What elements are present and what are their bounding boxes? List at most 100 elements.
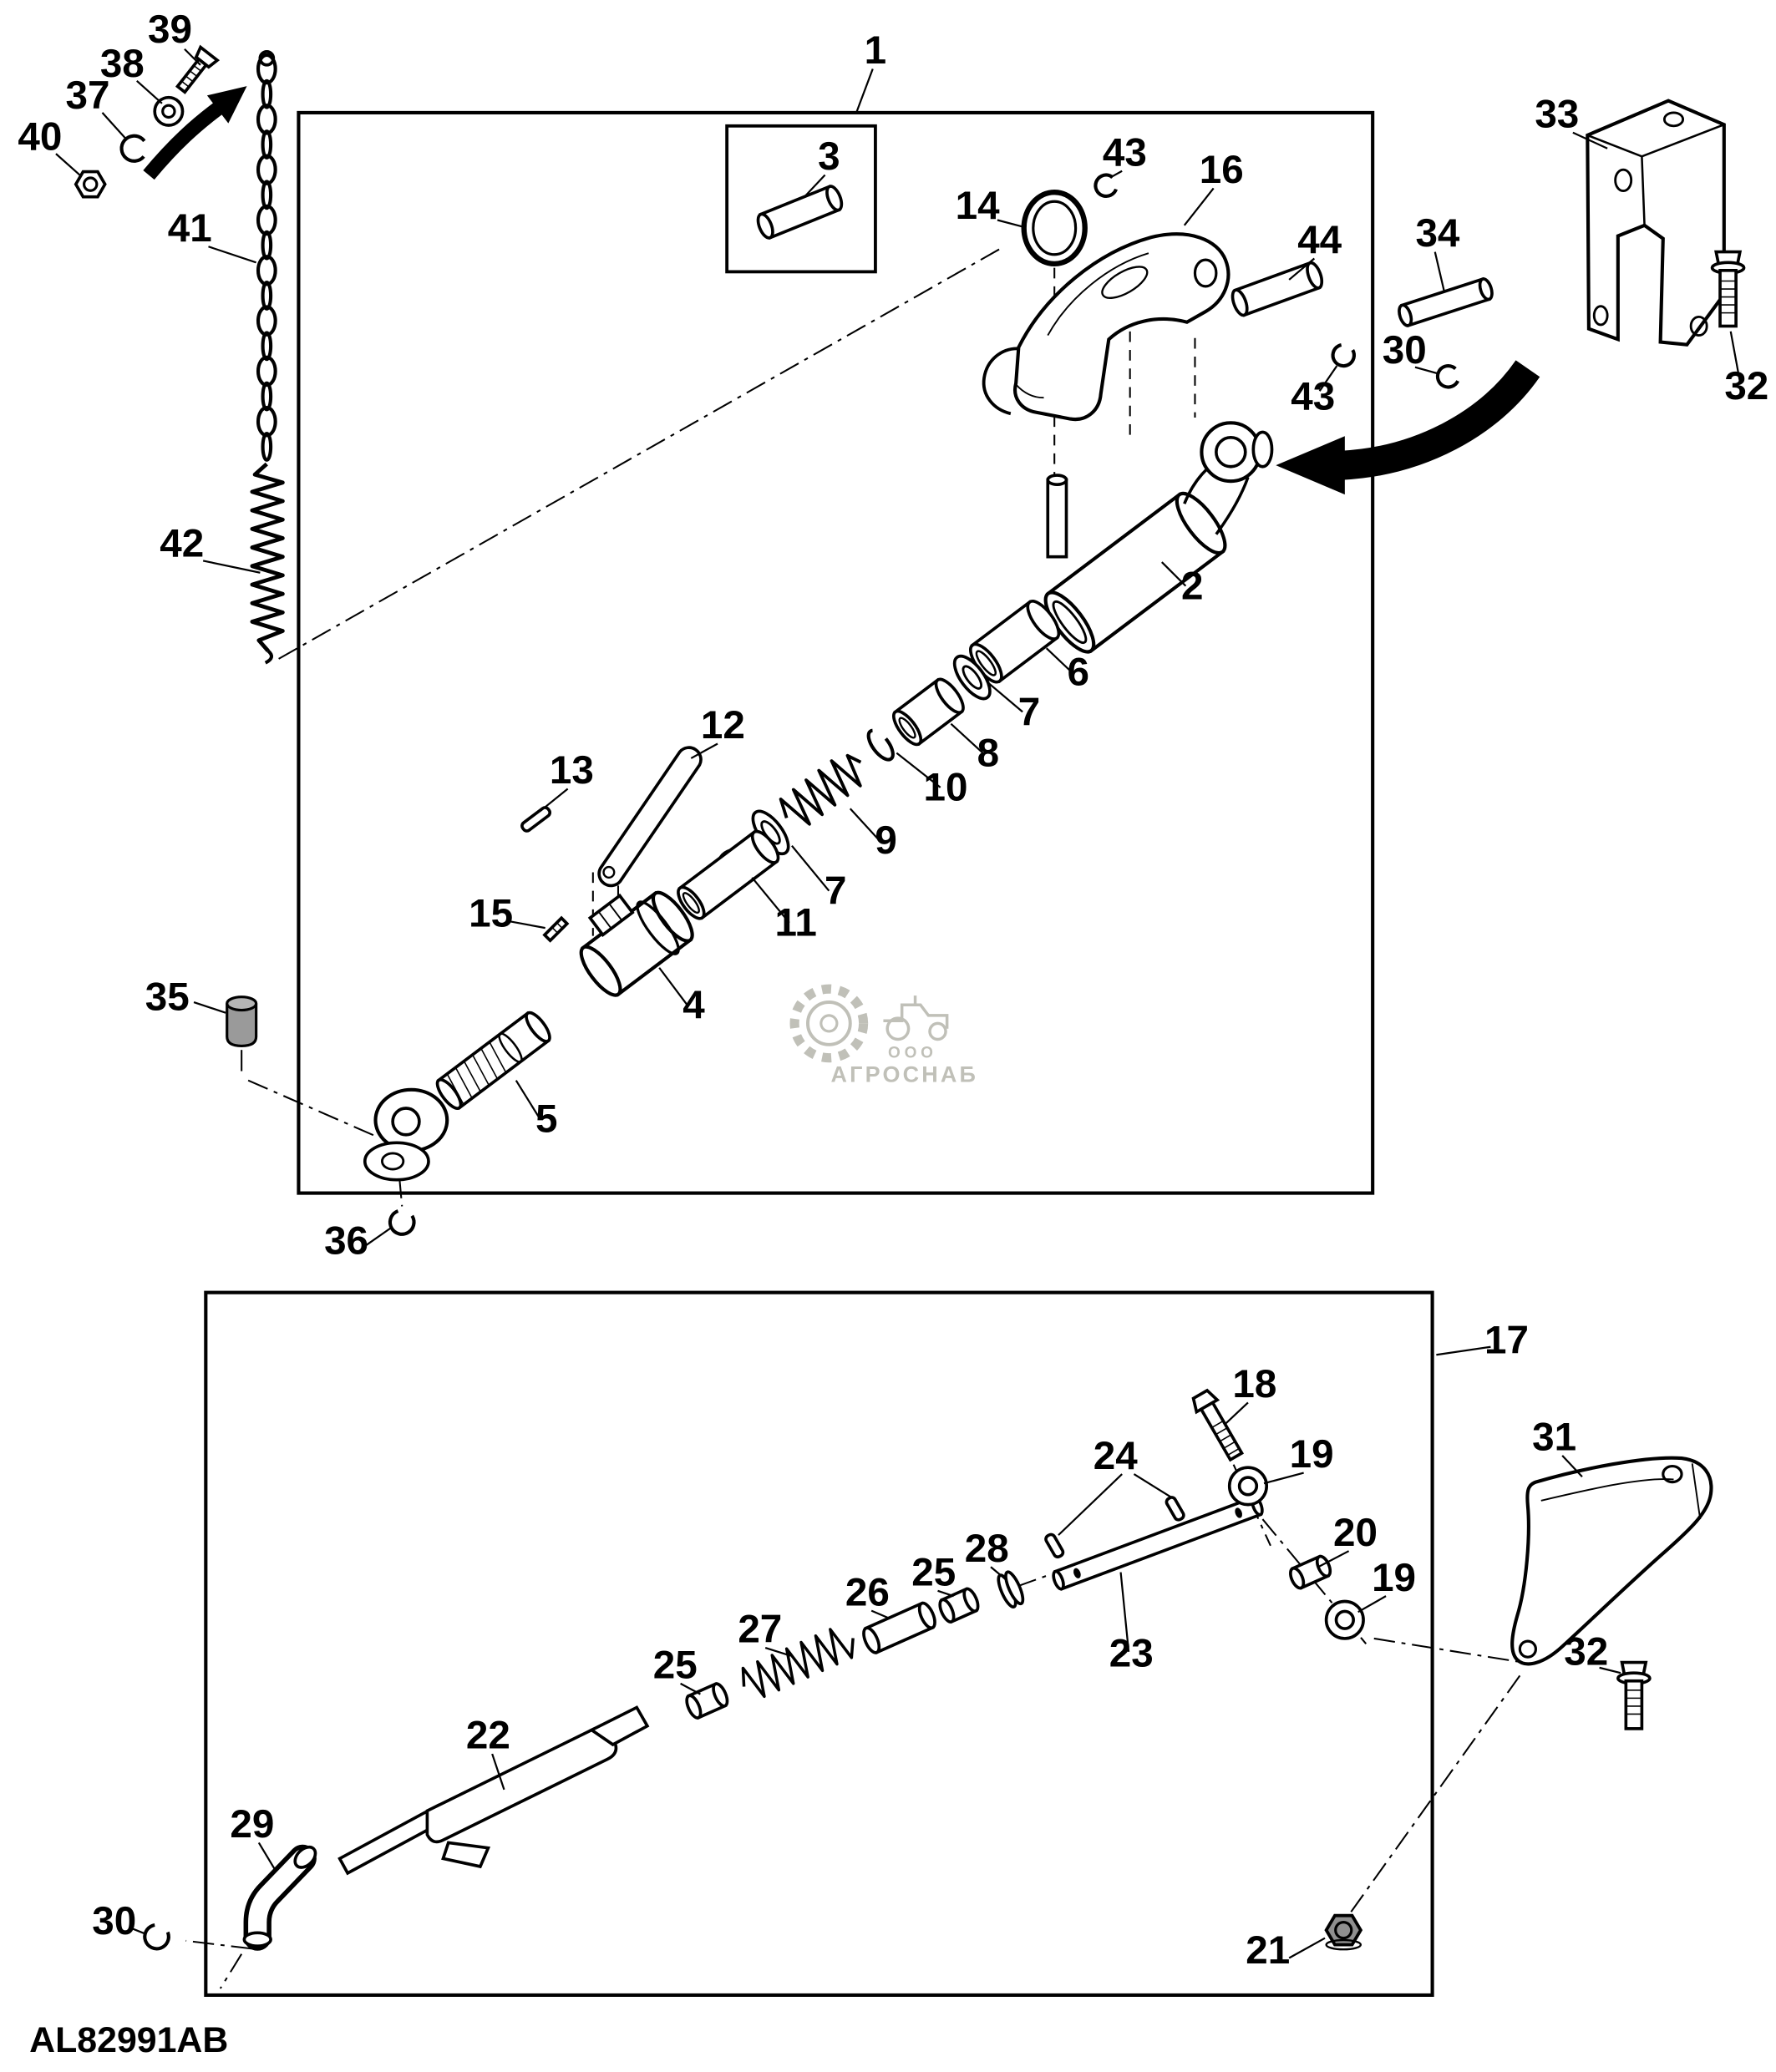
callout-27: 27 xyxy=(738,1608,782,1652)
leader-lines xyxy=(55,48,1741,1959)
callout-34: 34 xyxy=(1415,211,1459,256)
callout-31: 31 xyxy=(1532,1416,1576,1460)
watermark-prefix: ООО xyxy=(888,1045,937,1062)
callout-25-b: 25 xyxy=(653,1644,698,1688)
callout-39: 39 xyxy=(148,8,192,52)
callout-2: 2 xyxy=(1181,564,1203,608)
washer-38 xyxy=(153,95,185,127)
snap-ring-30 xyxy=(1435,364,1461,389)
pin-34 xyxy=(1398,276,1494,327)
callout-20: 20 xyxy=(1333,1511,1378,1555)
part3-inset-box xyxy=(725,124,877,274)
tractor-icon xyxy=(883,995,949,1041)
callout-labels: 39 38 37 40 41 42 1 3 14 43 16 44 34 30 … xyxy=(18,8,1768,1973)
callout-15: 15 xyxy=(469,892,513,936)
callout-18: 18 xyxy=(1232,1362,1276,1406)
ring-10 xyxy=(866,728,895,762)
callout-33: 33 xyxy=(1535,92,1579,136)
snap-ring-36 xyxy=(388,1208,416,1236)
callout-4: 4 xyxy=(682,983,705,1027)
callout-43-b: 43 xyxy=(1291,374,1335,418)
elbow-fitting-29 xyxy=(242,1844,317,1951)
seal-ring-14 xyxy=(1021,189,1088,267)
callout-30-b: 30 xyxy=(92,1899,136,1943)
gear-icon xyxy=(789,984,869,1063)
callout-12: 12 xyxy=(701,703,745,747)
callout-28: 28 xyxy=(965,1527,1009,1571)
watermark: ООО АГРОСНАБ xyxy=(789,984,976,1087)
pin-24-b xyxy=(1165,1496,1185,1522)
callout-43: 43 xyxy=(1103,130,1147,175)
threaded-rod-5 xyxy=(435,1011,551,1111)
callout-11: 11 xyxy=(775,901,817,945)
callout-10: 10 xyxy=(924,766,968,810)
callout-6: 6 xyxy=(1068,651,1089,695)
arrow-to-chain-icon xyxy=(143,86,247,180)
nut-40 xyxy=(74,170,107,199)
body-4 xyxy=(579,829,780,997)
pin-24-a xyxy=(1044,1532,1065,1559)
callout-32: 32 xyxy=(1724,364,1768,408)
bolt-18 xyxy=(1191,1388,1245,1462)
roll-pin-2 xyxy=(1046,474,1068,559)
callout-42: 42 xyxy=(160,522,204,566)
callout-25: 25 xyxy=(911,1550,956,1594)
callout-7-b: 7 xyxy=(825,869,846,914)
callout-8: 8 xyxy=(977,731,999,775)
upper-assembly-box xyxy=(297,110,1375,1195)
callout-17: 17 xyxy=(1484,1319,1529,1363)
spring-9 xyxy=(779,753,862,826)
snap-ring-43-b xyxy=(1331,342,1357,368)
bolt-32-b xyxy=(1616,1660,1652,1730)
washer-28 xyxy=(997,1570,1025,1609)
callout-1: 1 xyxy=(865,28,886,73)
bolt-32 xyxy=(1710,250,1746,328)
bracket-31 xyxy=(1510,1456,1713,1666)
bushing-8 xyxy=(892,677,965,747)
callout-41: 41 xyxy=(168,206,212,251)
assembly-frames xyxy=(204,110,1434,1997)
callout-40: 40 xyxy=(18,114,62,159)
clevis-end xyxy=(363,1087,449,1182)
spring-27 xyxy=(741,1628,855,1699)
callout-24: 24 xyxy=(1094,1434,1138,1478)
chain-41 xyxy=(256,50,277,462)
nut-21 xyxy=(1324,1913,1363,1951)
washer-7 xyxy=(952,654,992,701)
callout-7: 7 xyxy=(1018,690,1040,734)
arrow-to-yoke-icon xyxy=(1276,360,1540,495)
bushing-25-b xyxy=(938,1587,980,1624)
callout-30: 30 xyxy=(1383,328,1427,372)
callout-29: 29 xyxy=(230,1802,274,1847)
pin-44 xyxy=(1231,261,1324,317)
callout-23: 23 xyxy=(1109,1631,1154,1675)
bushing-6 xyxy=(969,600,1061,684)
callout-22: 22 xyxy=(466,1714,510,1758)
callout-19-b: 19 xyxy=(1372,1556,1416,1600)
washer-19-b xyxy=(1324,1599,1365,1640)
callout-19: 19 xyxy=(1290,1432,1334,1477)
bail-pin-12 xyxy=(597,746,703,888)
lever-22 xyxy=(337,1705,650,1876)
pin-13 xyxy=(520,806,552,833)
sleeve-26 xyxy=(862,1601,936,1655)
barrel-2 xyxy=(1043,421,1274,654)
snap-ring-43 xyxy=(1094,173,1119,198)
snap-ring-30-b xyxy=(143,1923,170,1951)
bracket-16 xyxy=(982,232,1231,422)
callout-38: 38 xyxy=(100,42,145,86)
callout-16: 16 xyxy=(1200,148,1244,192)
callout-26: 26 xyxy=(845,1570,890,1614)
spring-42 xyxy=(250,462,285,665)
plug-35 xyxy=(226,995,258,1047)
set-screw-15 xyxy=(542,915,570,943)
bolt-39 xyxy=(175,44,221,94)
yoke-bracket-33 xyxy=(1586,99,1726,347)
washer-19 xyxy=(1227,1466,1269,1507)
callout-32-b: 32 xyxy=(1564,1630,1608,1674)
callout-44: 44 xyxy=(1297,218,1342,262)
drawing-code: AL82991AB xyxy=(29,2020,228,2060)
callout-14: 14 xyxy=(956,184,1000,228)
callout-13: 13 xyxy=(550,748,594,793)
